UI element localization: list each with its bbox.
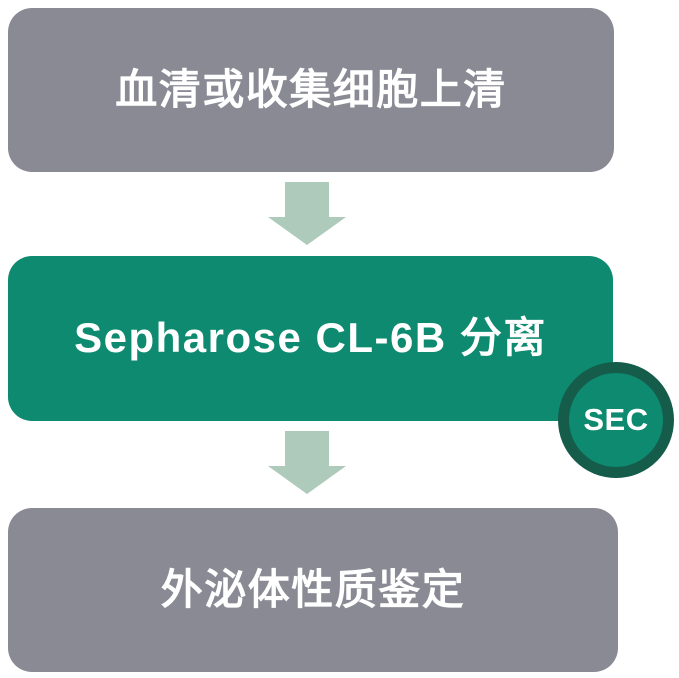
step-box-separation: Sepharose CL-6B 分离 [8, 256, 613, 421]
step-label-source: 血清或收集细胞上清 [115, 65, 507, 113]
step-box-source: 血清或收集细胞上清 [8, 8, 614, 172]
step-box-identification: 外泌体性质鉴定 [8, 508, 618, 672]
sec-badge: SEC [558, 362, 674, 478]
step-label-identification: 外泌体性质鉴定 [160, 565, 466, 613]
down-arrow-icon [268, 182, 346, 245]
down-arrow-icon [268, 431, 346, 494]
sec-badge-inner: SEC [569, 373, 663, 467]
step-label-separation: Sepharose CL-6B 分离 [74, 314, 547, 362]
sec-badge-label: SEC [583, 402, 649, 437]
